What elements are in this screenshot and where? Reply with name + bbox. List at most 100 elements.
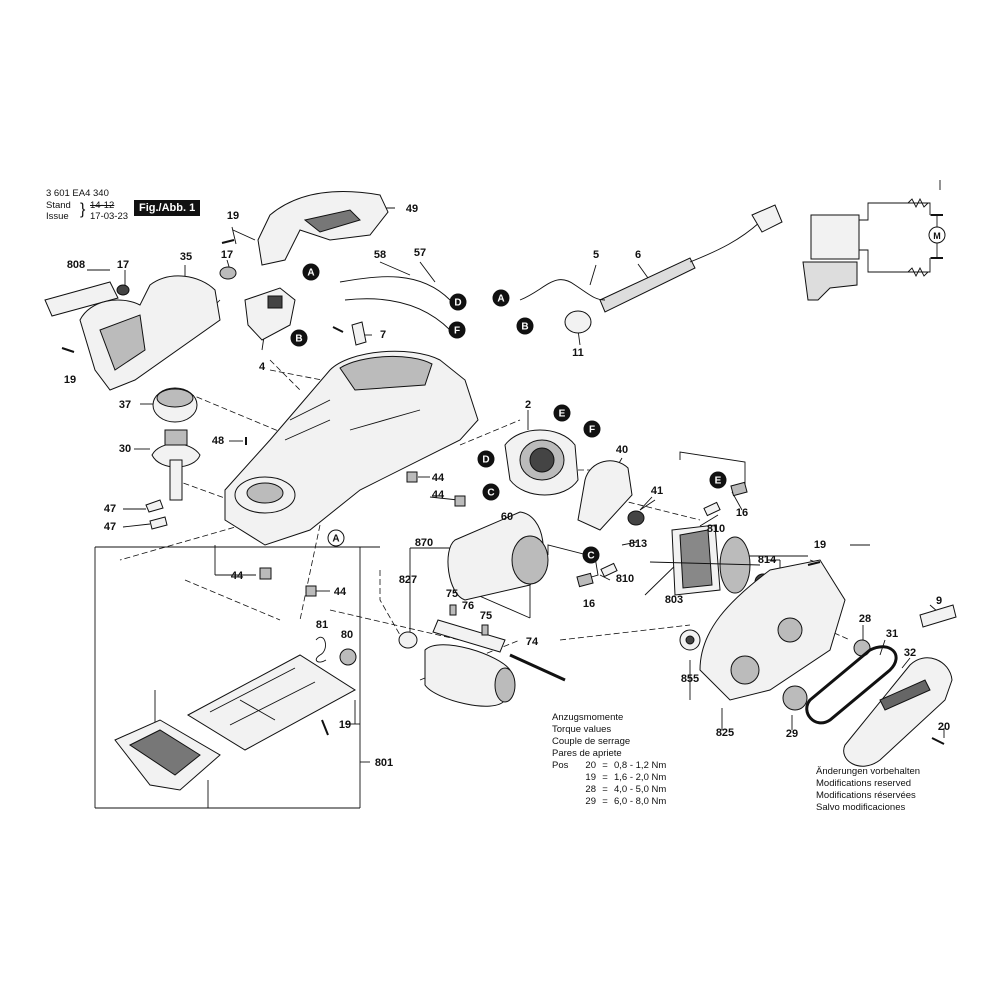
wire-57 [344,298,451,331]
part-number-label: 48 [212,435,224,447]
part-number-label: 4 [259,361,266,373]
holder-part [339,648,357,666]
side-cover-detail [99,314,146,371]
svg-text:M: M [933,231,941,241]
part-number-label: 19 [64,374,76,386]
callout-a: A [492,289,510,307]
equals-sign: = [602,796,608,807]
callout-e: E [553,404,571,422]
part-number-label: 11 [572,347,584,359]
switch-icon [810,214,860,260]
equals-sign: = [602,760,608,771]
screw-19 [61,347,75,353]
screw-41 [639,499,656,511]
part-number-label: 40 [616,444,628,456]
part-number-label: 44 [334,586,347,598]
tube-end [511,535,549,585]
part-number-label: 803 [665,594,683,606]
callout-d: D [477,450,495,468]
brace-glyph: } [80,201,86,218]
housing-vent [246,482,284,504]
part-number-label: 30 [119,443,131,455]
equals-sign: = [602,772,608,783]
torque-pos: 28 [585,784,596,795]
part-shapes [44,191,957,791]
issue-value: 17-03-23 [90,211,129,222]
schematic-coil [907,197,929,209]
grommet-part [564,310,592,334]
cord-protector-part [599,257,696,313]
part-number-label: 870 [415,537,433,549]
spring-part [315,636,327,663]
part-number-label: 41 [651,485,663,497]
screw-20 [931,737,945,745]
cable-part [689,221,761,263]
bearing-core [685,635,695,645]
depth-screw-top [164,429,188,446]
part-number-label: 44 [231,570,244,582]
part-number-label: 60 [501,511,513,523]
torque-range: 0,8 - 1,2 Nm [614,760,667,771]
gear-housing-port [730,655,760,685]
pin-part [449,604,457,616]
part-number-label: 16 [583,598,595,610]
rating-label-part [919,604,957,628]
torque-pos: 19 [585,772,596,783]
part-number-label: 825 [716,727,734,739]
part-number-label: 5 [593,249,599,261]
depth-knob-top [156,388,194,408]
svg-text:F: F [454,326,460,337]
torque-title-de: Anzugsmomente [552,712,624,723]
part-number-label: 35 [180,251,192,263]
changes-note: Änderungen vorbehalten Modifications res… [816,766,920,814]
part-number-label: 75 [446,588,458,600]
part-number-label: 58 [374,249,386,261]
part-number-label: 17 [221,249,233,261]
torque-row: Pos 20 = 0,8 - 1,2 Nm [552,760,666,772]
stand-label: Stand [46,200,71,211]
brush-lower [576,572,594,588]
part-number-label: 810 [616,573,634,585]
depth-screw-shaft [169,459,183,501]
part-number-label: 32 [904,647,916,659]
part-number-label: 31 [886,628,898,640]
armature-shaft [649,561,761,566]
part-number-label: 814 [758,554,777,566]
depth-screw-part [151,443,201,468]
pos-label: Pos [552,760,569,771]
bushing-part [219,266,237,280]
part-number-label: 44 [432,489,445,501]
screw-7 [332,326,344,333]
gear-housing-port [777,617,803,643]
part-number-label: 19 [227,210,239,222]
equals-sign: = [602,784,608,795]
issue-label: Issue [46,211,69,222]
torque-pos: 20 [585,760,596,771]
torque-range: 6,0 - 8,0 Nm [614,796,667,807]
part-number-label: 57 [414,247,426,259]
callout-f: F [448,321,466,339]
changes-note-en: Modifications reserved [816,778,912,789]
svg-text:B: B [521,322,528,333]
schematic-coil [907,266,929,278]
part-number-label: 49 [406,203,418,215]
dashed-guides [119,299,851,681]
part-number-label: 75 [480,610,492,622]
wiring-schematic: M [802,180,946,301]
part-number-label: 37 [119,399,131,411]
shaft-part [509,653,566,682]
part-number-label: 9 [936,595,942,607]
svg-text:A: A [497,294,504,305]
screw-19 [321,719,329,736]
callout-c: C [582,546,600,564]
svg-text:A: A [332,534,339,545]
stator-core [529,447,555,473]
screw-19 [221,239,235,244]
gear-housing-part [699,559,846,701]
part-number-label: 810 [707,523,725,535]
part-number-label: 47 [104,521,116,533]
torque-title-fr: Couple de serrage [552,736,631,747]
torque-row: 19 = 1,6 - 2,0 Nm [552,772,666,784]
